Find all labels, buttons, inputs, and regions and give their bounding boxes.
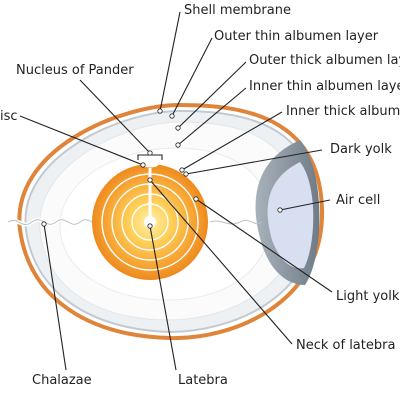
leader-outer-thin-albumen	[171, 37, 213, 117]
marker-inner-thick-albumen	[179, 167, 185, 173]
marker-nucleus-of-pander	[147, 150, 153, 156]
marker-dark-yolk	[183, 171, 189, 177]
leader-chalazae	[43, 223, 67, 371]
leader-inner-thin-albumen	[177, 87, 247, 146]
label-nucleus-of-pander: Nucleus of Pander	[16, 63, 134, 78]
marker-latebra	[147, 223, 153, 229]
leader-nucleus-of-pander	[79, 79, 151, 154]
marker-shell-membrane	[157, 108, 163, 114]
label-inner-thin-albumen: Inner thin albumen laye	[249, 79, 400, 94]
leader-latebra	[149, 225, 177, 371]
latebra-center	[144, 216, 156, 228]
marker-outer-thin-albumen	[169, 113, 175, 119]
label-outer-thin-albumen: Outer thin albumen layer	[214, 29, 379, 44]
germinal-disc	[142, 162, 158, 168]
leader-air-cell	[279, 199, 331, 211]
label-shell-membrane: Shell membrane	[184, 3, 291, 18]
label-outer-thick-albumen: Outer thick albumen lay	[249, 53, 400, 68]
leader-germinal-disc	[19, 115, 144, 166]
chalazae-strand-outline	[7, 219, 105, 226]
label-neck-of-latebra: Neck of latebra	[296, 338, 395, 353]
leader-light-yolk	[195, 198, 333, 293]
label-latebra: Latebra	[178, 373, 228, 388]
marker-air-cell	[277, 207, 283, 213]
marker-neck-of-latebra	[147, 177, 153, 183]
leader-inner-thick-albumen	[181, 111, 283, 171]
label-dark-yolk: Dark yolk	[330, 142, 392, 157]
leader-neck-of-latebra	[149, 179, 293, 345]
air-cell	[267, 162, 314, 269]
marker-germinal-disc	[140, 162, 146, 168]
marker-inner-thin-albumen	[175, 142, 181, 148]
marker-chalazae	[41, 221, 47, 227]
label-germinal-disc: isc	[0, 109, 18, 124]
marker-outer-thick-albumen	[175, 125, 181, 131]
label-chalazae: Chalazae	[32, 373, 92, 388]
label-inner-thick-albumen: Inner thick album	[286, 104, 400, 119]
label-air-cell: Air cell	[336, 193, 380, 208]
leader-shell-membrane	[159, 11, 181, 112]
marker-light-yolk	[193, 196, 199, 202]
chalazae-strand-right	[209, 219, 263, 225]
leader-outer-thick-albumen	[177, 61, 247, 129]
label-light-yolk: Light yolk	[336, 289, 400, 304]
leader-dark-yolk	[185, 149, 323, 175]
